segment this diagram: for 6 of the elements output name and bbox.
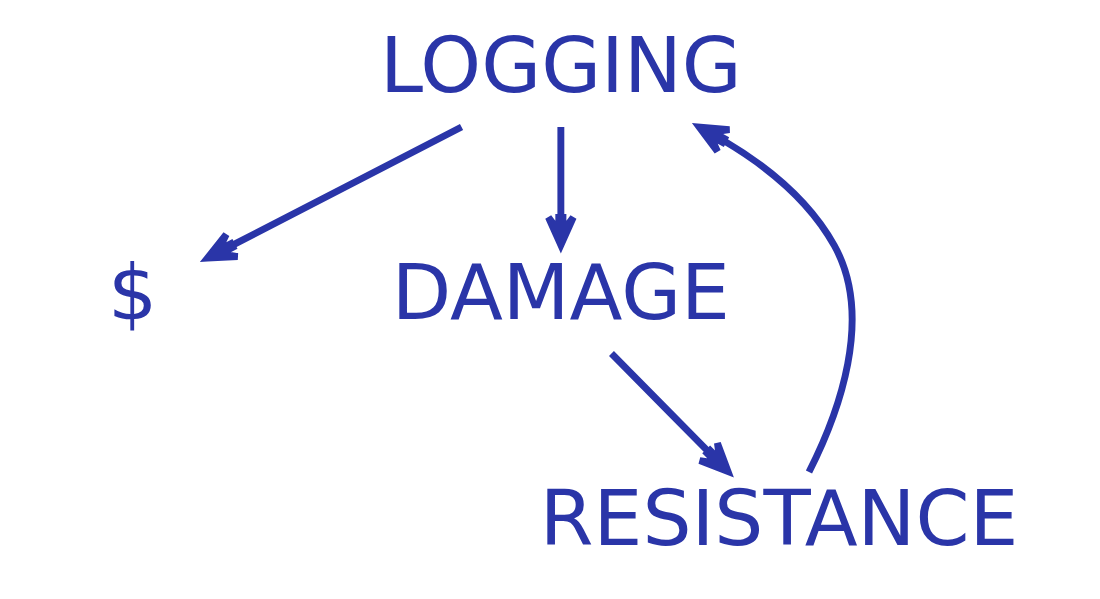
- node-text: DAMAGE: [391, 246, 730, 337]
- node-text: RESISTANCE: [539, 473, 1018, 564]
- node-text: $: [107, 246, 157, 337]
- arrow: [203, 123, 463, 262]
- node-text: LOGGING: [379, 20, 742, 111]
- arrow: [608, 351, 731, 475]
